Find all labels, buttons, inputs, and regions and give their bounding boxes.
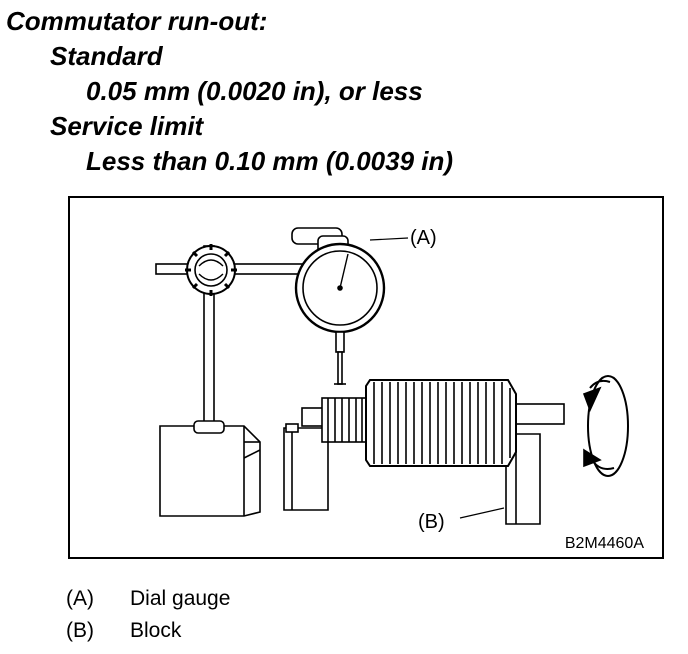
callout-a-label: (A) — [410, 227, 437, 249]
callout-b-leader — [459, 507, 505, 519]
figure-frame: (A) (B) B2M4460A — [68, 196, 664, 559]
service-limit-value: Less than 0.10 mm (0.0039 in) — [86, 146, 454, 176]
stand-knob — [185, 244, 237, 296]
legend-label: Block — [130, 619, 182, 642]
callout-a-leader — [369, 237, 409, 241]
legend-item-dial-gauge: (A) Dial gauge — [66, 587, 366, 611]
standard-label: Standard — [50, 41, 163, 71]
callout-b-label: (B) — [418, 511, 445, 533]
spec-heading: Commutator run-out: — [6, 6, 268, 36]
runout-measurement-illustration: (A) (B) B2M4460A — [155, 227, 644, 552]
legend-key: (B) — [66, 619, 94, 642]
left-v-block — [283, 423, 329, 511]
rotation-arrow-icon — [582, 375, 629, 477]
magnetic-base — [159, 425, 261, 517]
commutator — [321, 397, 369, 443]
armature-core — [365, 379, 517, 467]
stand-post — [155, 244, 307, 434]
dial-gauge — [291, 227, 386, 385]
legend-label: Dial gauge — [130, 587, 231, 610]
standard-value: 0.05 mm (0.0020 in), or less — [86, 76, 423, 106]
figure-code: B2M4460A — [565, 535, 644, 552]
legend-key: (A) — [66, 587, 94, 610]
legend-item-block: (B) Block — [66, 619, 366, 643]
service-limit-label: Service limit — [50, 111, 204, 141]
